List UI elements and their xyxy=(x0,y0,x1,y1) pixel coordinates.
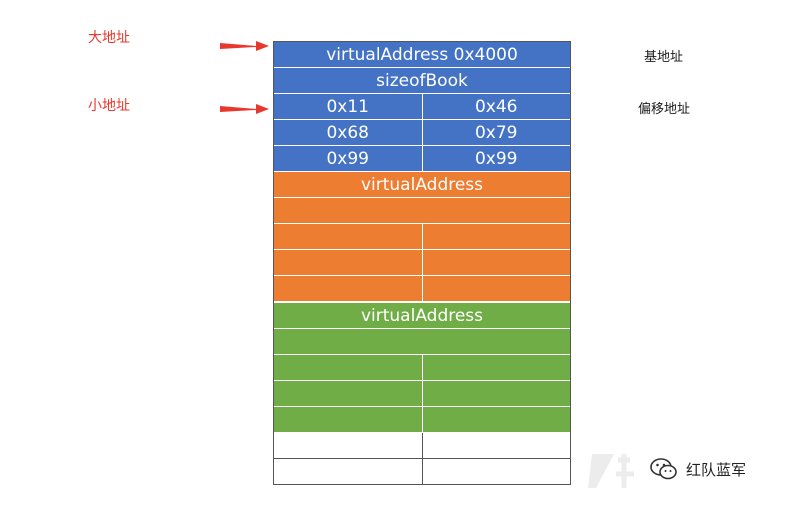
empty-cell xyxy=(421,433,570,458)
base-address-label: 基地址 xyxy=(644,50,684,65)
blue-data-cell: 0x99 xyxy=(274,146,422,171)
green-data-row xyxy=(274,407,570,433)
orange-data-row xyxy=(274,224,570,250)
empty-cell xyxy=(274,459,422,484)
small-address-arrow-icon xyxy=(220,104,269,114)
blue-data-row: 0x11 0x46 xyxy=(274,94,570,120)
watermark-logo-icon xyxy=(588,454,634,488)
orange-data-cell xyxy=(274,276,422,301)
orange-data-cell xyxy=(421,276,570,301)
blue-data-cell: 0x46 xyxy=(421,94,570,119)
empty-row xyxy=(274,433,570,459)
green-size-row xyxy=(274,329,570,355)
orange-data-row xyxy=(274,250,570,276)
orange-data-cell xyxy=(421,224,570,249)
orange-data-cell xyxy=(274,250,422,275)
empty-cell xyxy=(421,459,570,484)
green-data-cell xyxy=(274,355,422,380)
blue-data-cell: 0x99 xyxy=(421,146,570,171)
green-data-cell xyxy=(274,381,422,406)
green-data-cell xyxy=(421,381,570,406)
orange-header-cell: virtualAddress xyxy=(274,172,570,197)
green-data-row xyxy=(274,355,570,381)
small-address-label: 小地址 xyxy=(88,98,130,114)
memory-layout-table: virtualAddress 0x4000 sizeofBook 0x11 0x… xyxy=(273,41,571,485)
blue-data-row: 0x99 0x99 xyxy=(274,146,570,172)
green-data-cell xyxy=(421,407,570,432)
orange-data-cell xyxy=(274,224,422,249)
green-data-cell xyxy=(274,407,422,432)
orange-header-row: virtualAddress xyxy=(274,172,570,198)
orange-data-row xyxy=(274,276,570,302)
blue-size-row: sizeofBook xyxy=(274,68,570,94)
watermark-text: 红队蓝军 xyxy=(686,460,747,479)
blue-data-cell: 0x79 xyxy=(421,120,570,145)
wechat-icon xyxy=(650,458,677,480)
green-data-row xyxy=(274,381,570,407)
green-header-cell: virtualAddress xyxy=(274,303,570,328)
watermark: 红队蓝军 xyxy=(650,458,746,480)
blue-data-row: 0x68 0x79 xyxy=(274,120,570,146)
orange-size-row xyxy=(274,198,570,224)
green-size-cell xyxy=(274,329,570,354)
orange-size-cell xyxy=(274,198,570,223)
offset-address-label: 偏移地址 xyxy=(638,102,691,117)
orange-data-cell xyxy=(421,250,570,275)
blue-header-cell: virtualAddress 0x4000 xyxy=(274,42,570,67)
blue-data-cell: 0x11 xyxy=(274,94,422,119)
blue-size-cell: sizeofBook xyxy=(274,68,570,93)
empty-row xyxy=(274,459,570,484)
big-address-arrow-icon xyxy=(220,41,269,51)
big-address-label: 大地址 xyxy=(88,30,130,46)
empty-cell xyxy=(274,433,422,458)
green-data-cell xyxy=(421,355,570,380)
green-header-row: virtualAddress xyxy=(274,302,570,329)
blue-header-row: virtualAddress 0x4000 xyxy=(274,42,570,68)
blue-data-cell: 0x68 xyxy=(274,120,422,145)
